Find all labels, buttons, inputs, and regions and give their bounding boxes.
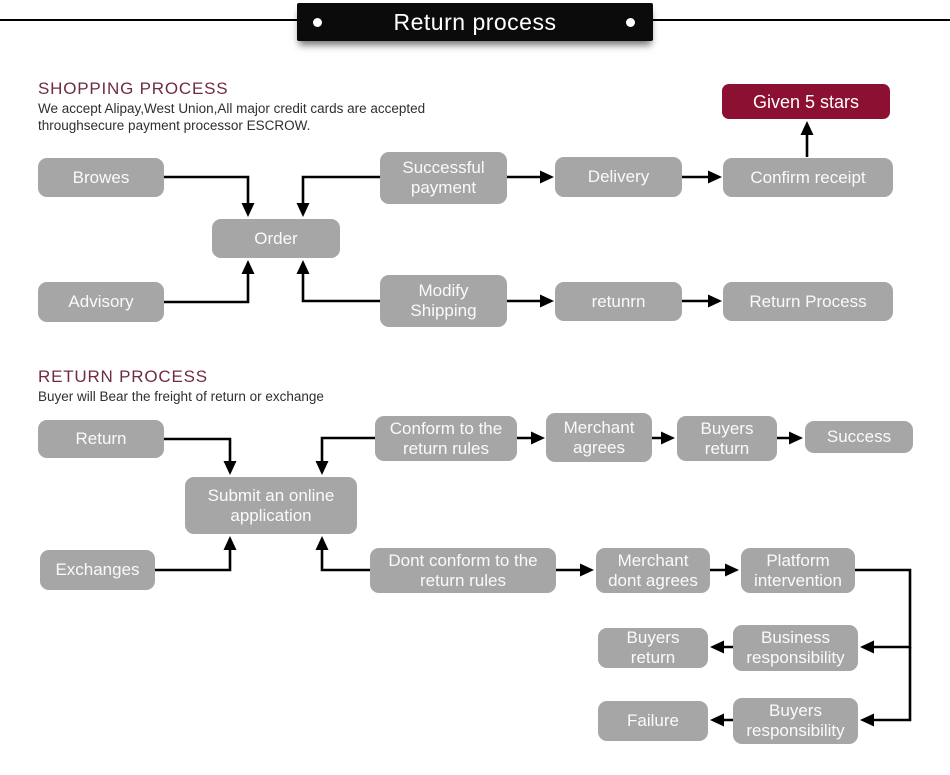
node-return-process: Return Process [723,282,893,321]
shopping-process-subtitle: We accept Alipay,West Union,All major cr… [38,101,518,134]
node-merchant-dont-agrees: Merchant dont agrees [596,548,710,593]
node-buyers-return-bottom: Buyers return [598,628,708,668]
arrow-dont-conform-to-submit [315,536,370,572]
ribbon-dot-right-icon [626,18,635,27]
title-ribbon: Return process [297,3,653,41]
node-exchanges: Exchanges [40,550,155,590]
node-merchant-agrees: Merchant agrees [546,413,652,462]
node-given-5-stars: Given 5 stars [722,84,890,119]
node-retunrn: retunrn [555,282,682,321]
flow-arrows [155,121,912,727]
return-subtitle-line1: Buyer will Bear the freight of return or… [38,389,324,404]
node-success: Success [805,421,913,453]
arrow-conform-to-submit [315,436,375,475]
arrow-platform-to-buyers-responsibility [860,647,912,727]
node-conform-to-return-rules: Conform to the return rules [375,416,517,461]
page-title: Return process [393,8,557,35]
node-business-responsibility: Business responsibility [733,625,858,671]
node-failure: Failure [598,701,708,741]
return-process-heading: RETURN PROCESS [38,367,208,386]
arrow-platform-to-business-responsibility [855,568,912,654]
node-confirm-receipt: Confirm receipt [723,158,893,197]
node-return: Return [38,420,164,458]
node-dont-conform-to-return-rules: Dont conform to the return rules [370,548,556,593]
node-browes: Browes [38,158,164,197]
ribbon-dot-left-icon [313,18,322,27]
shopping-process-heading: SHOPPING PROCESS [38,79,229,98]
return-process-subtitle: Buyer will Bear the freight of return or… [38,389,518,406]
arrow-browes-to-order [164,175,255,217]
node-modify-shipping: Modify Shipping [380,275,507,327]
arrow-modify-shipping-to-order [296,260,380,303]
shopping-subtitle-line2: throughsecure payment processor ESCROW. [38,117,311,133]
shopping-subtitle-line1: We accept Alipay,West Union,All major cr… [38,101,426,116]
node-advisory: Advisory [38,282,164,322]
node-buyers-responsibility: Buyers responsibility [733,698,858,744]
node-platform-intervention: Platform intervention [741,548,855,593]
arrow-exchanges-to-submit [155,536,237,572]
arrow-successful-payment-to-order [296,175,380,217]
arrow-return-to-submit [164,437,237,475]
node-order: Order [212,219,340,258]
node-submit-online-application: Submit an online application [185,477,357,534]
arrow-advisory-to-order [164,260,255,304]
node-delivery: Delivery [555,157,682,197]
node-buyers-return-top: Buyers return [677,416,777,461]
node-successful-payment: Successful payment [380,152,507,204]
